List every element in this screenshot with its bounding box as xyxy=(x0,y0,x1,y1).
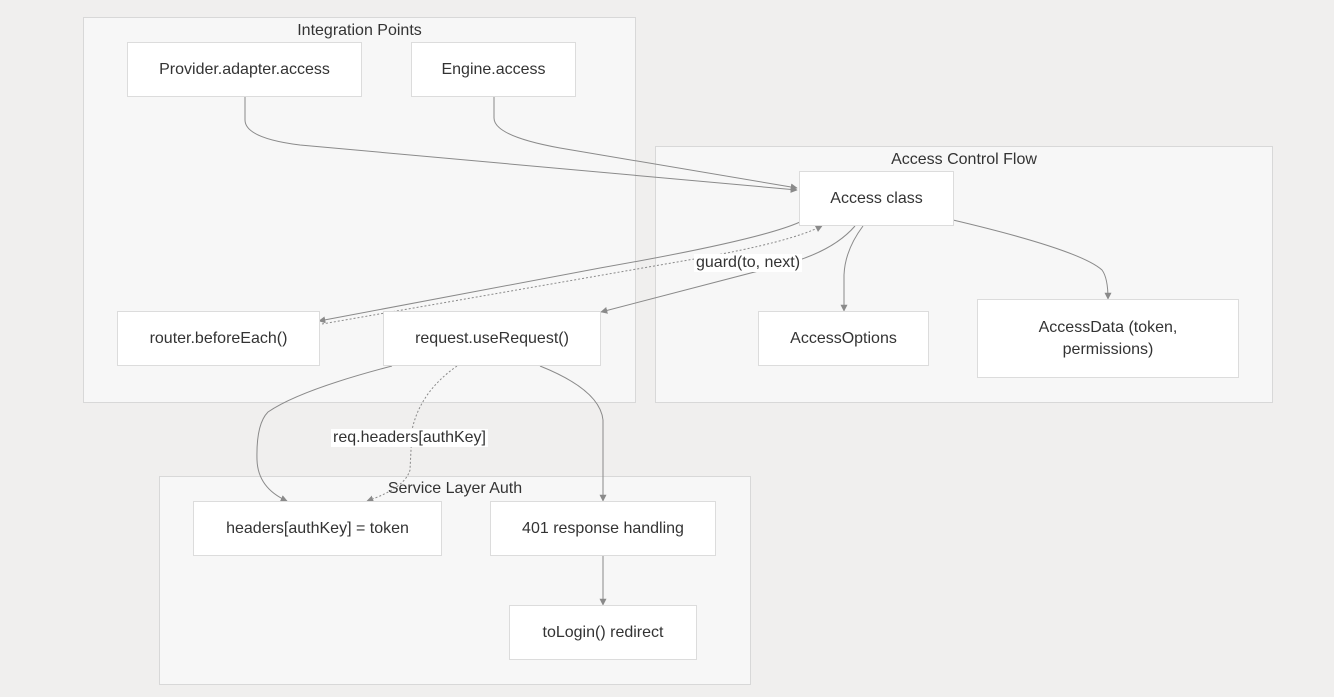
node-engine-access-label: Engine.access xyxy=(441,60,546,78)
node-access-options-label: AccessOptions xyxy=(790,329,897,347)
node-access-data-label-line2: permissions) xyxy=(1062,340,1154,358)
node-request-use-request-label: request.useRequest() xyxy=(415,329,569,347)
node-401-response-handling-label: 401 response handling xyxy=(522,519,684,537)
node-headers-auth-key-label: headers[authKey] = token xyxy=(226,519,409,537)
node-401-response-handling[interactable]: 401 response handling xyxy=(490,501,716,556)
node-engine-access[interactable]: Engine.access xyxy=(411,42,576,97)
edge-label-guard: guard(to, next) xyxy=(694,254,803,272)
node-router-before-each-label: router.beforeEach() xyxy=(149,329,288,347)
node-access-class-label: Access class xyxy=(830,189,923,207)
node-headers-auth-key[interactable]: headers[authKey] = token xyxy=(193,501,442,556)
node-access-class[interactable]: Access class xyxy=(799,171,954,226)
node-to-login-redirect[interactable]: toLogin() redirect xyxy=(509,605,697,660)
edge-label-req-headers: req.headers[authKey] xyxy=(331,429,488,447)
node-request-use-request[interactable]: request.useRequest() xyxy=(383,311,601,366)
node-provider-adapter-access-label: Provider.adapter.access xyxy=(159,60,330,78)
node-access-data[interactable]: AccessData (token, permissions) xyxy=(977,299,1239,378)
cluster-title-integration-points: Integration Points xyxy=(297,22,422,39)
node-router-before-each[interactable]: router.beforeEach() xyxy=(117,311,320,366)
node-to-login-redirect-label: toLogin() redirect xyxy=(542,623,664,641)
cluster-title-access-control-flow: Access Control Flow xyxy=(891,151,1037,168)
node-access-data-label-line1: AccessData (token, xyxy=(1038,318,1178,336)
node-access-options[interactable]: AccessOptions xyxy=(758,311,929,366)
node-provider-adapter-access[interactable]: Provider.adapter.access xyxy=(127,42,362,97)
cluster-title-service-layer-auth: Service Layer Auth xyxy=(387,480,523,497)
